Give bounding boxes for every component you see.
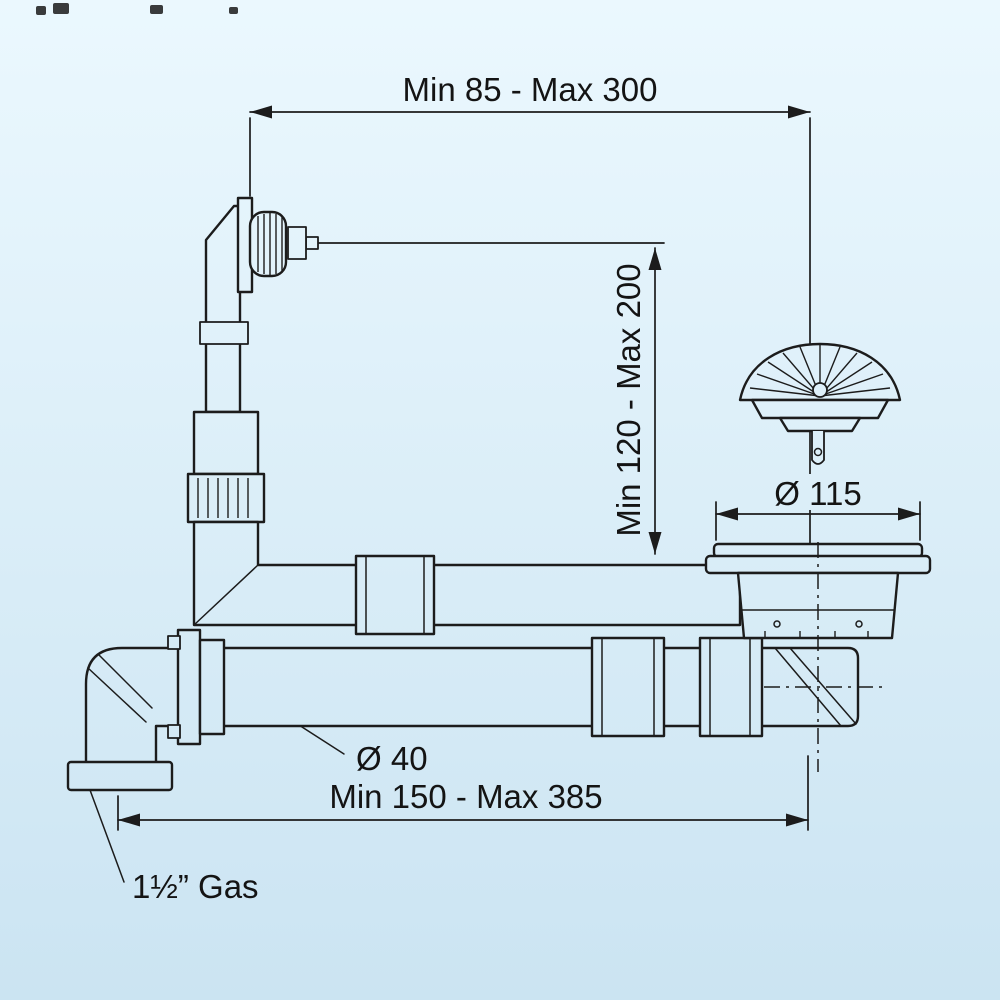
screw-shaft (305, 236, 319, 250)
arrowhead-up (648, 248, 662, 270)
knurled-knob (248, 210, 288, 278)
outlet-thread-label: 1½” Gas (132, 868, 259, 905)
elbow-joint-line-1 (97, 653, 153, 709)
arrowhead-right (788, 105, 810, 119)
strainer-slots (749, 345, 891, 397)
elbow-miter-line (193, 564, 259, 626)
leader-outlet-thread (89, 789, 125, 883)
dimension-strainer-diameter: Ø 115 (715, 474, 921, 541)
expansion-sleeve (192, 410, 260, 476)
dimension-top-label: Min 85 - Max 300 (403, 71, 658, 108)
slip-nut-flange (176, 628, 202, 746)
pipe-diameter-label: Ø 40 (356, 740, 428, 777)
arrowhead-right (786, 813, 808, 827)
cup-screw-right (855, 620, 863, 628)
cup-bottom-ticks (764, 631, 869, 638)
compression-nut (186, 472, 266, 524)
pipe-coupling-ring (199, 321, 249, 345)
wall-bracket-assembly (199, 196, 319, 414)
screw-nut (287, 226, 307, 260)
basket-strainer (738, 342, 902, 465)
pin-hole (813, 447, 823, 457)
upper-pipe-coupling (354, 554, 436, 636)
lower-pipe-and-outlet-elbow (66, 628, 860, 792)
dimension-top: Min 85 - Max 300 (249, 71, 811, 545)
arrowhead-down (648, 532, 662, 554)
flange-bolt-bottom (167, 724, 181, 739)
strainer-lower-band (778, 416, 862, 433)
strainer-hub (812, 382, 828, 398)
strainer-diameter-label: Ø 115 (774, 475, 861, 512)
inlet-pipe-mid (204, 330, 242, 414)
strainer-rim (750, 398, 890, 420)
lower-pipe-coupling-mid (590, 636, 666, 738)
pipe-end-miter-2 (789, 647, 857, 725)
arrowhead-left (716, 507, 738, 521)
dimension-vertical: Min 120 - Max 200 (317, 242, 665, 555)
strainer-pin (811, 431, 825, 465)
outlet-end-flange (66, 760, 174, 792)
top-edge-artifacts (36, 3, 238, 15)
dimension-vertical-label: Min 120 - Max 200 (610, 263, 647, 536)
label-halo (760, 474, 878, 510)
dimension-bottom: Min 150 - Max 385 (117, 755, 809, 831)
nut-ribs (197, 478, 249, 518)
slip-nut-body (198, 638, 226, 736)
dimension-bottom-label: Min 150 - Max 385 (329, 778, 602, 815)
flange-bolt-top (167, 635, 181, 650)
cup-screw-left (773, 620, 781, 628)
knurl-hatching (257, 213, 283, 275)
arrowhead-right (898, 507, 920, 521)
elbow-joint-line-2 (87, 667, 147, 723)
arrowhead-left (250, 105, 272, 119)
arrowhead-left (118, 813, 140, 827)
